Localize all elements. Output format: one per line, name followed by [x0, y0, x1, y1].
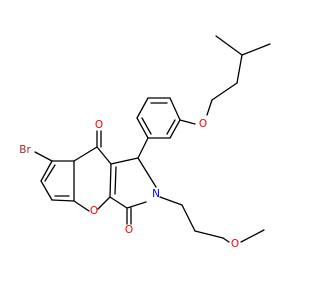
ether-oxygen-top-label: O [199, 118, 207, 130]
bond [44, 164, 56, 182]
bond [96, 146, 112, 165]
bond [137, 137, 149, 159]
bromine-label: Br [19, 144, 31, 156]
bond [206, 99, 213, 116]
bond [194, 230, 224, 239]
bond [51, 199, 75, 202]
bond [136, 117, 149, 139]
bond [40, 160, 53, 182]
nitrogen-label: N [152, 188, 160, 200]
bond [181, 204, 196, 232]
bond [109, 163, 112, 198]
bond [73, 200, 90, 212]
bond [40, 180, 53, 201]
bond [166, 119, 176, 135]
bond [141, 117, 152, 135]
bond [126, 201, 147, 209]
bond [211, 82, 238, 101]
bond [114, 166, 117, 195]
ring-oxygen-label: O [90, 205, 98, 217]
bond [215, 35, 243, 56]
ether-oxygen-chain-label: O [231, 238, 239, 250]
molecule-diagram: Br O O O N O O [19, 35, 271, 250]
bond [241, 43, 271, 56]
bond [179, 119, 196, 125]
bond [222, 237, 230, 243]
atom-labels: Br O O O N O O [19, 118, 239, 250]
bond [73, 146, 98, 162]
bond-lines [34, 35, 271, 243]
bond [97, 196, 111, 210]
bond [236, 54, 243, 84]
ketone-oxygen-label: O [95, 119, 103, 131]
bond [240, 229, 265, 243]
bond [159, 196, 183, 206]
structure-svg: Br O O O N O O [19, 35, 271, 250]
bond [169, 97, 181, 121]
bond [137, 157, 157, 188]
bond [110, 157, 139, 165]
lactam-oxygen-label: O [125, 224, 133, 236]
bond [109, 196, 128, 209]
bond [169, 119, 181, 139]
bond [34, 151, 53, 162]
bond [136, 97, 149, 119]
